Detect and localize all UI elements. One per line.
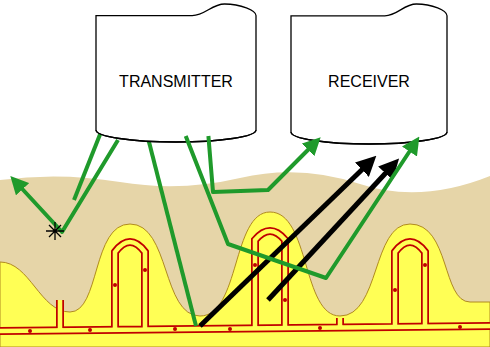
scattered-light bbox=[14, 132, 196, 326]
cylinder-rim bbox=[96, 130, 256, 142]
cylinder-body bbox=[96, 4, 256, 142]
transmitter-unit: TRANSMITTER bbox=[95, 3, 257, 143]
unit-label: TRANSMITTER bbox=[119, 73, 233, 91]
scatter-point bbox=[46, 222, 64, 240]
cylinder-rim bbox=[291, 132, 447, 144]
light-path bbox=[208, 136, 316, 192]
cylinder-body bbox=[291, 4, 447, 144]
unit-label: RECEIVER bbox=[328, 73, 410, 91]
light-path bbox=[186, 136, 417, 278]
receiver-unit: RECEIVER bbox=[290, 3, 448, 145]
absorbed-light bbox=[200, 160, 395, 326]
